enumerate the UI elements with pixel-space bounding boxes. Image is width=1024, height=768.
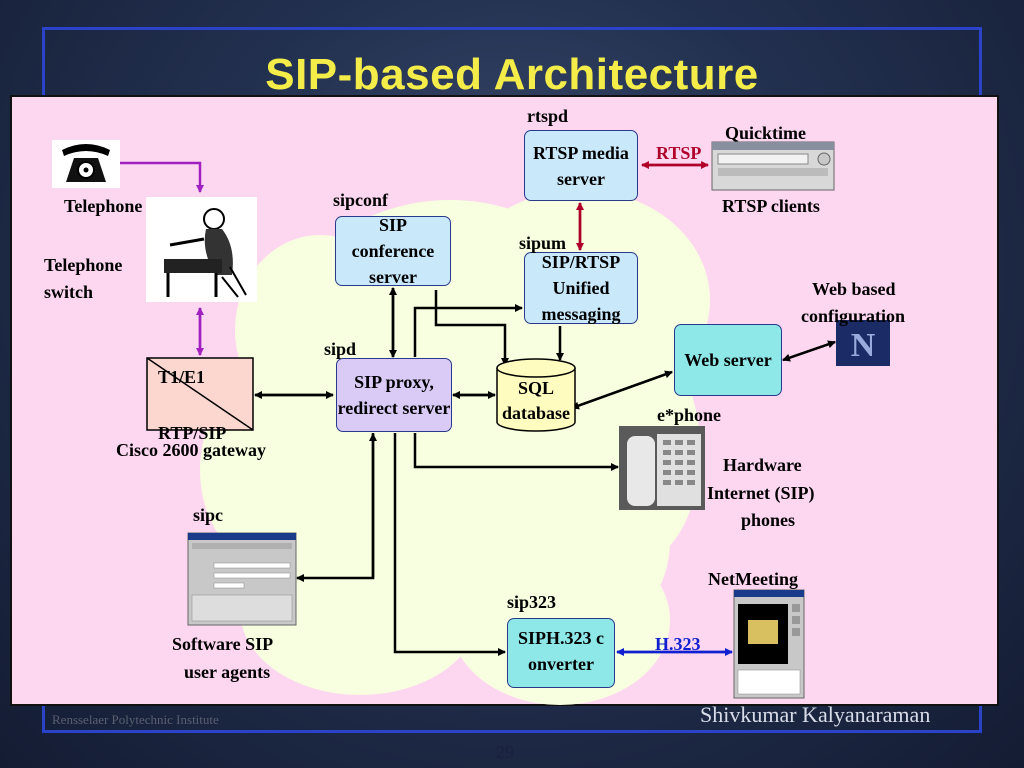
label-rtsp-clients: RTSP clients xyxy=(722,196,820,216)
sip-client-window-image xyxy=(187,532,297,626)
label-netmeeting: NetMeeting xyxy=(708,569,798,589)
sip-proxy-server-label: SIP proxy, redirect server xyxy=(337,372,451,418)
rtsp-media-server-box: RTSP media server xyxy=(524,130,638,201)
label-telephone: Telephone xyxy=(64,196,143,216)
footer-author: Shivkumar Kalyanaraman xyxy=(700,702,931,727)
footer-institute: Rensselaer Polytechnic Institute xyxy=(52,712,219,727)
sip-rtsp-unified-messaging-box: SIP/RTSP Unified messaging xyxy=(524,252,638,324)
gateway-box xyxy=(146,357,254,431)
label-t1e1: T1/E1 xyxy=(158,367,206,387)
rtsp-media-server-label: RTSP media server xyxy=(533,142,629,189)
label-sipconf: sipconf xyxy=(333,190,389,210)
label-hw-phones-line2: Internet (SIP) xyxy=(707,483,815,503)
label-h323-protocol: H.323 xyxy=(655,634,701,654)
label-sipc: sipc xyxy=(193,505,224,525)
siph323-converter-box: SIPH.323 converter xyxy=(507,618,615,688)
label-web-config-line2: configuration xyxy=(801,306,906,326)
label-telephone-switch-line2: switch xyxy=(44,282,93,302)
label-rtspd: rtspd xyxy=(527,106,569,126)
telephone-icon xyxy=(52,140,120,188)
sql-database-label: SQL database xyxy=(501,378,570,423)
svg-text:N: N xyxy=(851,327,876,364)
web-server-box: Web server xyxy=(674,324,782,396)
label-sipum: sipum xyxy=(519,233,567,253)
label-web-config-line1: Web based xyxy=(812,279,896,299)
label-rtsp-protocol: RTSP xyxy=(656,143,702,163)
switchboard-operator-image xyxy=(146,197,257,302)
label-software-sip-line1: Software SIP xyxy=(172,634,274,654)
label-telephone-switch-line1: Telephone xyxy=(44,255,123,275)
ephone-image xyxy=(619,426,705,510)
label-quicktime: Quicktime xyxy=(725,123,806,143)
slide-title: SIP-based Architecture xyxy=(265,50,759,99)
label-sip323: sip323 xyxy=(507,592,557,612)
sip-rtsp-unified-messaging-label: SIP/RTSP Unified messaging xyxy=(541,252,621,324)
sip-conference-server-label: SIP conference server xyxy=(351,215,435,287)
label-hw-phones-line1: Hardware xyxy=(723,455,802,475)
page-number: 29 xyxy=(496,742,514,762)
sip-conference-server-box: SIP conference server xyxy=(335,215,451,287)
quicktime-player-image xyxy=(711,141,835,191)
label-cisco-gateway: Cisco 2600 gateway xyxy=(116,440,266,460)
sip-proxy-server-box: SIP proxy, redirect server xyxy=(336,358,452,432)
label-rtp-sip: RTP/SIP xyxy=(158,423,227,443)
sql-database-cylinder xyxy=(496,358,576,432)
label-software-sip-line2: user agents xyxy=(184,662,271,682)
web-server-label: Web server xyxy=(684,350,772,370)
netscape-icon: N xyxy=(836,320,890,366)
label-sipd: sipd xyxy=(324,339,357,359)
label-ephone: e*phone xyxy=(657,405,722,425)
label-hw-phones-line3: phones xyxy=(741,510,796,530)
siph323-converter-label: SIPH.323 converter xyxy=(517,628,604,674)
netmeeting-window-image xyxy=(733,589,805,699)
